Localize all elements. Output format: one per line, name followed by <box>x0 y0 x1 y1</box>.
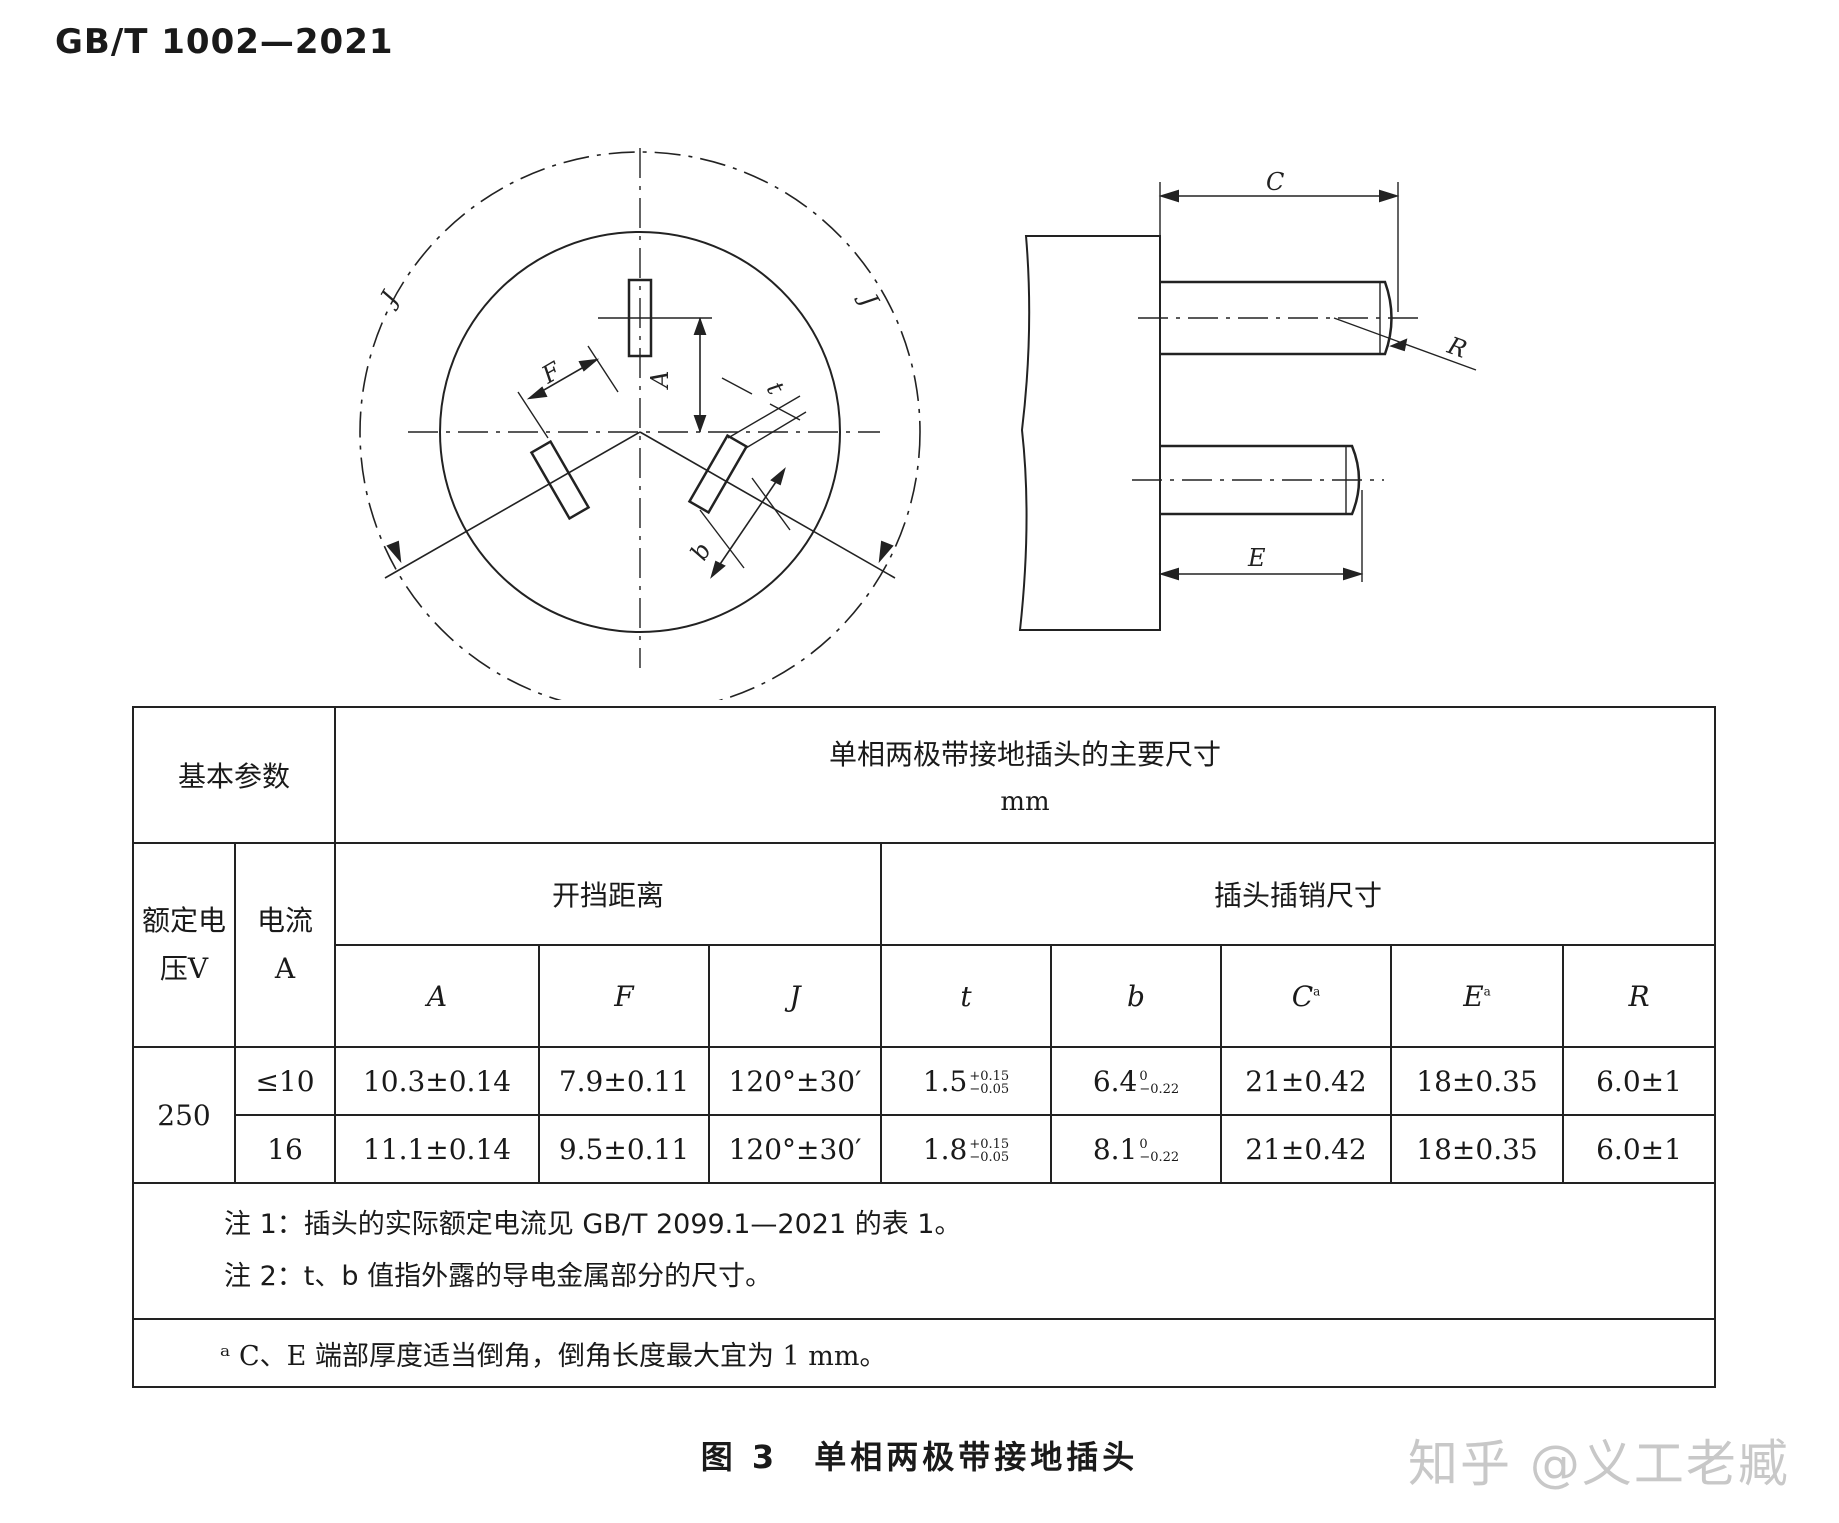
side-body <box>1018 235 1161 631</box>
cell-A: 11.1±0.14 <box>334 1114 541 1184</box>
col-C: Ca <box>1220 944 1393 1048</box>
label-C: C <box>1266 168 1284 196</box>
col-b: b <box>1050 944 1223 1048</box>
cell-t: 1.8+0.15−0.05 <box>880 1114 1053 1184</box>
unit-label: mm <box>1000 787 1050 817</box>
label-J-left: J <box>372 285 404 313</box>
cell-E: 18±0.35 <box>1390 1046 1565 1116</box>
figure-caption: 图 3 单相两极带接地插头 <box>700 1438 1139 1476</box>
plug-drawing: J J A F t b C R E <box>359 148 1477 700</box>
label-F: F <box>536 356 566 390</box>
cell-C: 21±0.42 <box>1220 1114 1393 1184</box>
table-row: 16 11.1±0.14 9.5±0.11 120°±30′ 1.8+0.15−… <box>133 1114 1717 1184</box>
main-title-header: 单相两极带接地插头的主要尺寸 mm <box>334 706 1717 844</box>
basic-params-header: 基本参数 <box>131 706 337 844</box>
pin-group-header: 插头插销尺寸 <box>880 842 1717 946</box>
voltage-cell: 250 <box>132 1046 236 1184</box>
main-title: 单相两极带接地插头的主要尺寸 <box>829 738 1222 771</box>
table-row: 250 ≤10 10.3±0.14 7.9±0.11 120°±30′ 1.5+… <box>132 1046 1717 1184</box>
col-J: J <box>708 944 883 1048</box>
right-pin <box>687 433 749 515</box>
col-E: Ea <box>1390 944 1565 1048</box>
label-E: E <box>1247 544 1266 572</box>
current-header: 电流A <box>233 842 337 1048</box>
footnote-cell: ᵃ C、E 端部厚度适当倒角，倒角长度最大宜为 1 mm。 <box>131 1318 1717 1388</box>
outer-dash-circle <box>359 151 921 700</box>
col-t: t <box>880 944 1053 1048</box>
current-cell: 16 <box>233 1114 337 1184</box>
standard-number: GB/T 1002—2021 <box>55 22 394 62</box>
label-b: b <box>685 538 717 565</box>
notes-cell: 注 1：插头的实际额定电流见 GB/T 2099.1—2021 的表 1。 注 … <box>131 1182 1717 1320</box>
current-cell: ≤10 <box>233 1046 337 1116</box>
label-A: A <box>646 371 674 390</box>
note-2: 注 2：t、b 值指外露的导电金属部分的尺寸。 <box>224 1261 773 1292</box>
cell-C: 21±0.42 <box>1220 1046 1393 1116</box>
cell-E: 18±0.35 <box>1390 1114 1565 1184</box>
voltage-header: 额定电压V <box>132 842 236 1048</box>
dimension-table: 基本参数 单相两极带接地插头的主要尺寸 mm 额定电压V 电流A 开挡距离 插头… <box>131 706 1717 1388</box>
label-J-right: J <box>852 285 884 313</box>
cell-R: 6.0±1 <box>1562 1046 1717 1116</box>
cell-J: 120°±30′ <box>708 1046 883 1116</box>
spacing-group-header: 开挡距离 <box>334 842 883 946</box>
plug-face-circle <box>439 231 841 633</box>
col-R: R <box>1562 944 1717 1048</box>
cell-R: 6.0±1 <box>1562 1114 1717 1184</box>
cell-t: 1.5+0.15−0.05 <box>880 1046 1053 1116</box>
label-t: t <box>761 377 790 400</box>
col-A: A <box>334 944 541 1048</box>
cell-A: 10.3±0.14 <box>334 1046 541 1116</box>
note-1: 注 1：插头的实际额定电流见 GB/T 2099.1—2021 的表 1。 <box>224 1209 962 1240</box>
cell-J: 120°±30′ <box>708 1114 883 1184</box>
col-F: F <box>538 944 711 1048</box>
cell-F: 7.9±0.11 <box>538 1046 711 1116</box>
cell-F: 9.5±0.11 <box>538 1114 711 1184</box>
left-pin <box>529 439 591 521</box>
watermark: 知乎 @义工老臧 <box>1408 1435 1790 1493</box>
